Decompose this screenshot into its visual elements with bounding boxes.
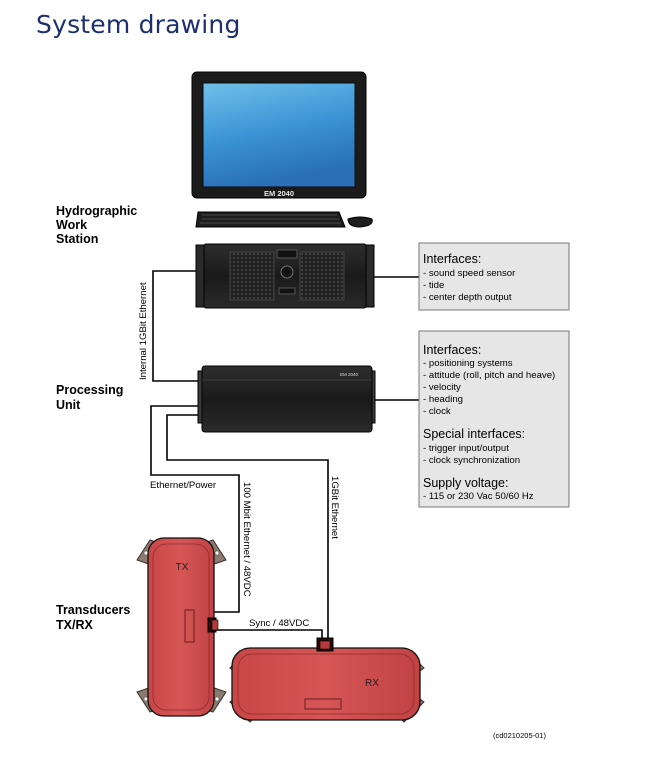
mouse bbox=[347, 216, 373, 228]
supply-voltage-item: - 115 or 230 Vac 50/60 Hz bbox=[423, 491, 534, 502]
transducers-label-line-2: TX/RX bbox=[56, 618, 93, 632]
interfaces-heading: Interfaces: bbox=[423, 343, 481, 357]
processing-unit: EM 2040 bbox=[197, 365, 376, 433]
page-title: System drawing bbox=[36, 10, 241, 39]
tx-label: TX bbox=[176, 562, 189, 573]
special-interface-item: - clock synchronization bbox=[423, 455, 520, 466]
sync-label: Sync / 48VDC bbox=[249, 618, 309, 629]
internal-ethernet-label: Internal 1GBit Ethernet bbox=[138, 282, 149, 380]
transducers-label-line-1: Transducers bbox=[56, 603, 130, 617]
interfaces-heading: Interfaces: bbox=[423, 252, 481, 266]
interface-item: - attitude (roll, pitch and heave) bbox=[423, 370, 555, 381]
monitor: EM 2040 bbox=[191, 71, 367, 199]
tx-transducer: TX bbox=[136, 537, 227, 717]
interface-item: - velocity bbox=[423, 382, 461, 393]
cable-rx-ethernet bbox=[166, 414, 329, 638]
cable-internal-ethernet bbox=[152, 270, 200, 382]
special-interfaces-heading: Special interfaces: bbox=[423, 427, 525, 441]
interface-item: - sound speed sensor bbox=[423, 268, 516, 279]
ethernet-power-label: Ethernet/Power bbox=[150, 480, 217, 491]
workstation-label-line-2: Work bbox=[56, 218, 87, 232]
reference-code: (cd0210205-01) bbox=[493, 731, 546, 740]
rx-label: RX bbox=[365, 678, 379, 689]
processing-unit-label-line-2: Unit bbox=[56, 398, 81, 412]
interface-leaders bbox=[368, 276, 419, 401]
special-interface-item: - trigger input/output bbox=[423, 443, 509, 454]
workstation-label-line-1: Hydrographic bbox=[56, 204, 137, 218]
rx-transducer: RX bbox=[229, 637, 425, 723]
interface-item: - clock bbox=[423, 406, 451, 417]
processing-unit-badge: EM 2040 bbox=[340, 372, 359, 377]
workstation-label-line-3: Station bbox=[56, 232, 98, 246]
transducers-label: Transducers TX/RX bbox=[56, 603, 130, 632]
supply-voltage-heading: Supply voltage: bbox=[423, 476, 508, 490]
processing-unit-label-line-1: Processing bbox=[56, 383, 123, 397]
interfaces-box-processing-unit: Interfaces: - positioning systems - atti… bbox=[418, 330, 570, 508]
processing-unit-label: Processing Unit bbox=[56, 383, 123, 412]
interface-item: - heading bbox=[423, 394, 463, 405]
cable-ethernet-power bbox=[150, 405, 240, 613]
keyboard bbox=[195, 211, 346, 228]
gbit-ethernet-label: 1GBit Ethernet bbox=[329, 476, 340, 539]
interfaces-box-workstation: Interfaces: - sound speed sensor - tide … bbox=[418, 242, 570, 311]
interface-item: - center depth output bbox=[423, 292, 512, 303]
workstation-computer bbox=[195, 243, 375, 309]
mbit-ethernet-label: 100 Mbit Ethernet / 48VDC bbox=[241, 482, 252, 597]
interface-item: - tide bbox=[423, 280, 444, 291]
workstation-label: Hydrographic Work Station bbox=[56, 204, 137, 246]
cable-sync bbox=[212, 629, 323, 642]
interface-item: - positioning systems bbox=[423, 358, 513, 369]
monitor-brand-label: EM 2040 bbox=[264, 189, 294, 198]
